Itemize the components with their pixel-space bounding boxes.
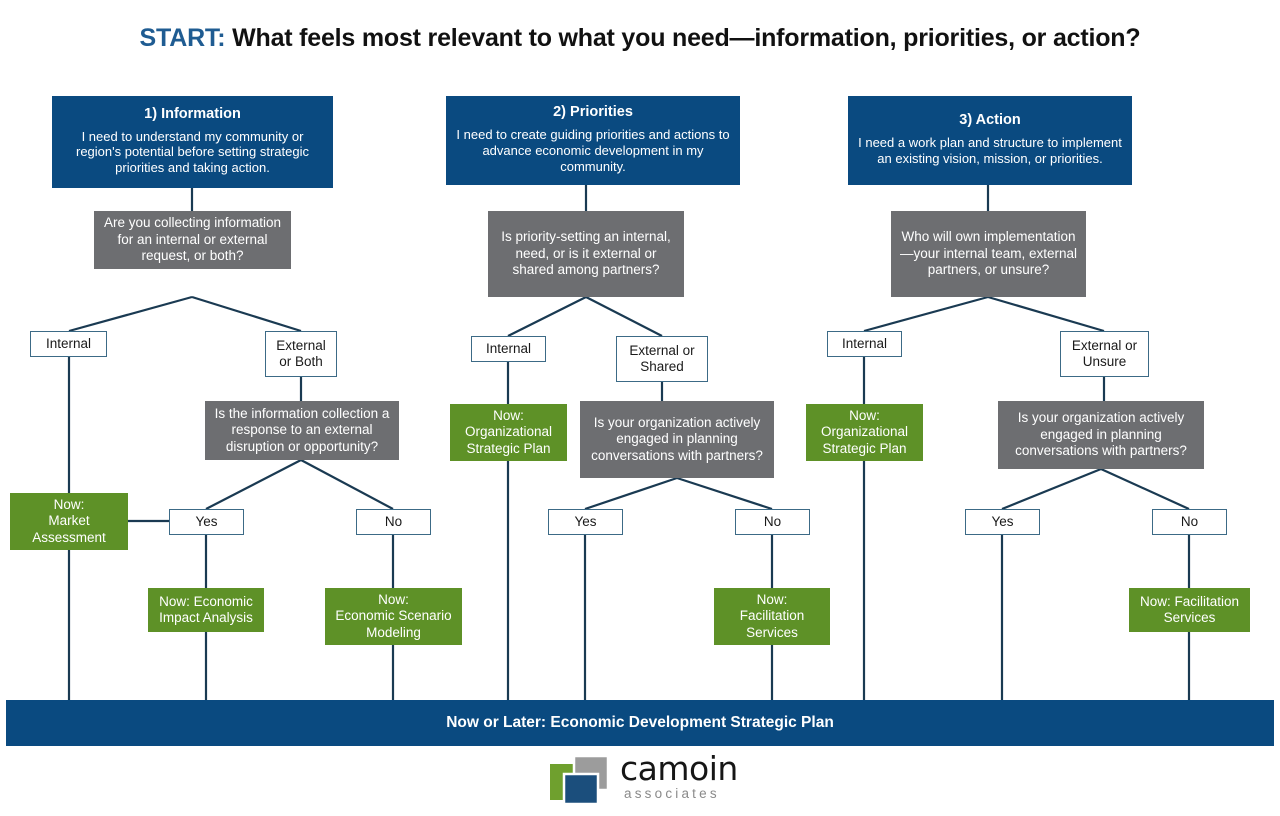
outcome-line1: Now: — [53, 496, 85, 512]
outcome-line1: Now: — [493, 407, 524, 423]
question-text: Is priority-setting an internal, need, o… — [501, 229, 671, 278]
branch-label-line1: External or — [1071, 337, 1138, 353]
branch-label-line2: Shared — [640, 359, 684, 374]
logo-mark-icon — [550, 754, 610, 806]
outcome-line1: Now: Economic — [159, 593, 253, 609]
branch-external-or-unsure-action[interactable]: External or Unsure — [1060, 331, 1149, 377]
subquestion-text: Is your organization actively engaged in… — [591, 414, 763, 463]
question-box-action[interactable]: Who will own implementation—your interna… — [891, 211, 1086, 297]
branch-label: Internal — [45, 335, 92, 351]
outcome-market-assessment[interactable]: Now: Market Assessment — [10, 493, 128, 550]
logo-subword: associates — [624, 786, 720, 801]
outcome-line3: Strategic Plan — [466, 440, 551, 456]
branch-label-line2: or Both — [279, 354, 323, 369]
subquestion-box-action[interactable]: Is your organization actively engaged in… — [998, 401, 1204, 469]
branch-label: Internal — [841, 335, 888, 351]
subquestion-box-information[interactable]: Is the information collection a response… — [205, 401, 399, 460]
outcome-line2: Impact Analysis — [159, 610, 253, 625]
branch-external-or-both-information[interactable]: External or Both — [265, 331, 337, 377]
branch-yes-action[interactable]: Yes — [965, 509, 1040, 535]
outcome-economic-impact-analysis[interactable]: Now: Economic Impact Analysis — [148, 588, 264, 632]
outcome-line2: Services — [1163, 610, 1216, 625]
outcome-line2: Market — [48, 513, 90, 529]
column-header-information[interactable]: 1) Information I need to understand my c… — [52, 96, 333, 188]
branch-internal-action[interactable]: Internal — [827, 331, 902, 357]
outcome-organizational-strategic-plan-action[interactable]: Now: Organizational Strategic Plan — [806, 404, 923, 461]
outcome-line1: Now: — [756, 591, 788, 607]
branch-label-line2: Unsure — [1082, 354, 1127, 369]
title-question: What feels most relevant to what you nee… — [232, 24, 1141, 52]
column-header-title: 3) Action — [959, 112, 1021, 129]
start-label: START: — [139, 24, 226, 52]
bottom-banner[interactable]: Now or Later: Economic Development Strat… — [6, 700, 1274, 746]
subquestion-text: Is the information collection a response… — [214, 405, 390, 454]
column-header-action[interactable]: 3) Action I need a work plan and structu… — [848, 96, 1132, 185]
bottom-banner-text: Now or Later: Economic Development Strat… — [446, 714, 834, 731]
column-header-body: I need a work plan and structure to impl… — [858, 134, 1122, 166]
outcome-facilitation-services-priorities[interactable]: Now: Facilitation Services — [714, 588, 830, 645]
outcome-line1: Now: — [849, 407, 880, 423]
question-text: Are you collecting information for an in… — [103, 215, 282, 264]
outcome-line2: Facilitation — [739, 608, 805, 624]
subquestion-box-priorities[interactable]: Is your organization actively engaged in… — [580, 401, 774, 478]
outcome-line2: Organizational — [464, 424, 553, 440]
branch-yes-priorities[interactable]: Yes — [548, 509, 623, 535]
outcome-line1: Now: — [378, 591, 409, 607]
branch-label-line1: External — [276, 337, 326, 353]
column-header-title: 2) Priorities — [553, 104, 633, 121]
branch-no-information[interactable]: No — [356, 509, 431, 535]
outcome-facilitation-services-action[interactable]: Now: Facilitation Services — [1129, 588, 1250, 632]
column-header-body: I need to create guiding priorities and … — [456, 127, 730, 174]
outcome-line2: Economic Scenario — [335, 608, 452, 624]
column-header-priorities[interactable]: 2) Priorities I need to create guiding p… — [446, 96, 740, 185]
branch-internal-information[interactable]: Internal — [30, 331, 107, 357]
branch-yes-information[interactable]: Yes — [169, 509, 244, 535]
column-header-title: 1) Information — [144, 105, 241, 122]
outcome-line3: Strategic Plan — [822, 440, 907, 456]
branch-label: No — [763, 513, 782, 529]
page-title: START: What feels most relevant to what … — [0, 24, 1280, 53]
branch-label: Internal — [485, 340, 532, 356]
outcome-organizational-strategic-plan-priorities[interactable]: Now: Organizational Strategic Plan — [450, 404, 567, 461]
outcome-line3: Services — [746, 624, 798, 640]
outcome-line3: Assessment — [32, 529, 106, 545]
branch-label: No — [384, 513, 403, 529]
branch-label: No — [1180, 513, 1199, 529]
column-header-body: I need to understand my community or reg… — [75, 128, 309, 176]
outcome-line2: Organizational — [820, 424, 909, 440]
outcome-economic-scenario-modeling[interactable]: Now: Economic Scenario Modeling — [325, 588, 462, 645]
logo-wordmark: camoin — [620, 749, 738, 788]
branch-internal-priorities[interactable]: Internal — [471, 336, 546, 362]
branch-label-line1: External or — [629, 342, 695, 358]
branch-no-action[interactable]: No — [1152, 509, 1227, 535]
outcome-line1: Now: Facilitation — [1139, 593, 1240, 609]
question-box-priorities[interactable]: Is priority-setting an internal, need, o… — [488, 211, 684, 297]
camoin-associates-logo: camoin associates — [548, 752, 738, 808]
question-box-information[interactable]: Are you collecting information for an in… — [94, 211, 291, 269]
branch-no-priorities[interactable]: No — [735, 509, 810, 535]
branch-label: Yes — [574, 513, 597, 529]
branch-label: Yes — [195, 513, 218, 529]
question-text: Who will own implementation—your interna… — [899, 229, 1078, 278]
branch-label: Yes — [991, 513, 1014, 529]
subquestion-text: Is your organization actively engaged in… — [1015, 410, 1187, 459]
branch-external-or-shared-priorities[interactable]: External or Shared — [616, 336, 708, 382]
outcome-line3: Modeling — [366, 624, 421, 640]
